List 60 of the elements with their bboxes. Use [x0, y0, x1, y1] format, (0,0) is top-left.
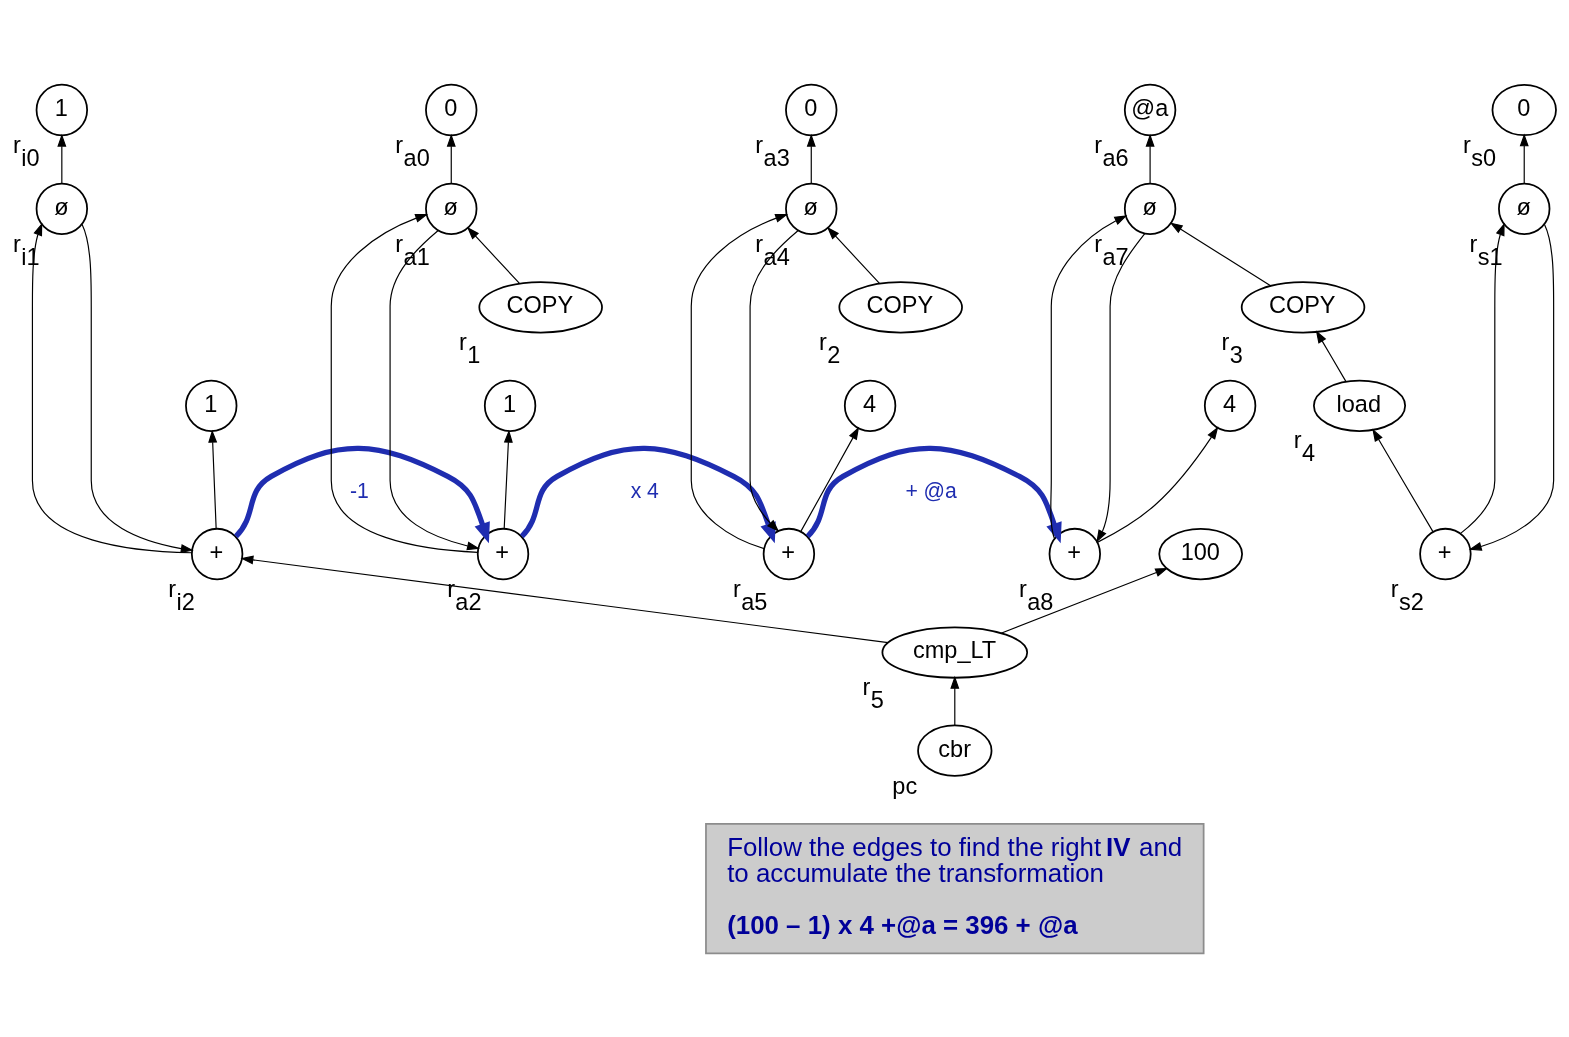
arrow: [81, 223, 194, 553]
edge-label: + @a: [905, 478, 957, 502]
arrow: [826, 226, 881, 284]
node-ellipse: load: [1313, 379, 1407, 432]
arrow: [1519, 132, 1529, 184]
arrow: [806, 133, 816, 184]
arrow: [240, 554, 889, 643]
node-box: Follow the edges to find the right IV and to accumulate the transformation (100 – 1) x 4 +@a = 396 + @a: [705, 822, 1205, 954]
node-circle: 4: [843, 379, 897, 432]
arrow: [805, 445, 1062, 543]
node-circle: +: [762, 527, 816, 580]
node-circle: +: [476, 527, 530, 580]
arrow: [1050, 214, 1128, 539]
edge-label: -1: [350, 478, 369, 502]
node-circle: 1: [185, 379, 238, 432]
node-ellipse: 0: [1491, 83, 1557, 136]
node-circle: ø: [785, 182, 838, 235]
edge-label: x 4: [630, 478, 659, 502]
arrow: [1000, 567, 1169, 634]
arrow: [330, 213, 479, 553]
arrow: [503, 429, 513, 529]
node-ellipse: 100: [1158, 527, 1243, 580]
arrow: [690, 213, 789, 549]
node-ellipse: cmp_LT: [881, 625, 1029, 679]
arrow: [1460, 222, 1505, 534]
node-circle: 4: [1203, 379, 1257, 432]
arrow: [950, 675, 960, 726]
arrow: [1315, 329, 1347, 382]
node-circle: +: [1419, 527, 1472, 580]
node-label: pc: [892, 772, 918, 799]
arrow: [749, 229, 799, 532]
node-circle: 0: [425, 83, 478, 136]
arrow: [1096, 426, 1219, 543]
node-circle: 0: [785, 83, 838, 136]
arrow: [1169, 221, 1272, 287]
node-ellipse: COPY: [838, 280, 963, 333]
node-circle: ø: [1123, 182, 1177, 235]
arrow: [31, 222, 193, 553]
node-circle: @a: [1123, 83, 1177, 136]
arrow: [1145, 133, 1155, 184]
arrow: [446, 133, 456, 184]
node-ellipse: COPY: [1240, 280, 1366, 333]
node-circle: 1: [35, 83, 88, 136]
arrow: [389, 229, 480, 550]
arrow: [519, 445, 776, 543]
arrow: [1372, 428, 1434, 532]
arrow: [57, 133, 67, 184]
arrow: [233, 445, 490, 543]
arrow: [1096, 232, 1146, 543]
node-ellipse: COPY: [478, 280, 603, 333]
node-circle: ø: [425, 182, 478, 235]
node-circle: 1: [483, 379, 537, 432]
arrow: [466, 226, 521, 284]
node-ellipse: cbr: [917, 724, 993, 777]
node-circle: +: [1048, 527, 1101, 580]
arrow: [800, 426, 860, 532]
node-circle: ø: [1498, 182, 1551, 235]
arrow: [1468, 223, 1555, 551]
arrow: [208, 429, 218, 529]
node-circle: +: [190, 527, 244, 580]
